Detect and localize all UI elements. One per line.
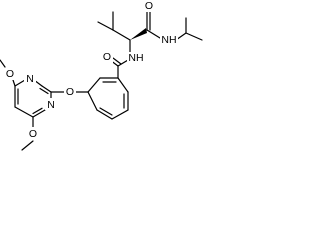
label-bg — [45, 98, 57, 110]
atom-o-ether-bottom: O — [29, 128, 37, 140]
bond — [112, 29, 131, 41]
bond — [87, 77, 101, 93]
label-bg — [64, 86, 76, 98]
bond — [14, 79, 26, 87]
atom-n-ring-left: N — [26, 73, 34, 85]
atom-o-ether-top: O — [6, 68, 14, 80]
bond — [146, 29, 161, 39]
bond — [185, 32, 203, 41]
pyrimidine-ring — [14, 79, 52, 118]
bond — [117, 77, 129, 93]
label-bg — [143, 0, 155, 12]
atom-n-ring-bottom: N — [47, 99, 55, 111]
bond — [112, 57, 122, 65]
structure-diagram: O N N O O O NH NH O — [0, 0, 203, 151]
bond — [111, 109, 129, 120]
bond — [21, 140, 34, 151]
atom-nh-amide-mid: NH — [128, 52, 143, 64]
bond — [32, 109, 46, 118]
bond — [0, 59, 6, 68]
atom-o-ether-link: O — [66, 86, 74, 98]
stereo-wedge — [130, 28, 147, 40]
bond — [87, 91, 98, 111]
bond — [99, 107, 113, 116]
label-bg — [127, 52, 145, 64]
atom-nh-amide-right: NH — [161, 34, 176, 46]
bond — [14, 106, 34, 118]
label-bg — [160, 34, 178, 46]
label-bg — [4, 68, 16, 80]
bond — [39, 87, 49, 95]
bond — [12, 79, 16, 87]
label-bg — [27, 127, 39, 139]
benzene-ring — [87, 77, 129, 120]
label-bg — [101, 51, 113, 63]
label-bg — [24, 73, 36, 85]
atom-o-amide-right: O — [145, 0, 153, 12]
bond — [96, 109, 113, 120]
bond — [32, 107, 43, 115]
atom-o-amide-left: O — [103, 51, 111, 63]
bond — [41, 85, 52, 93]
bond — [117, 59, 129, 67]
bond — [97, 21, 114, 31]
